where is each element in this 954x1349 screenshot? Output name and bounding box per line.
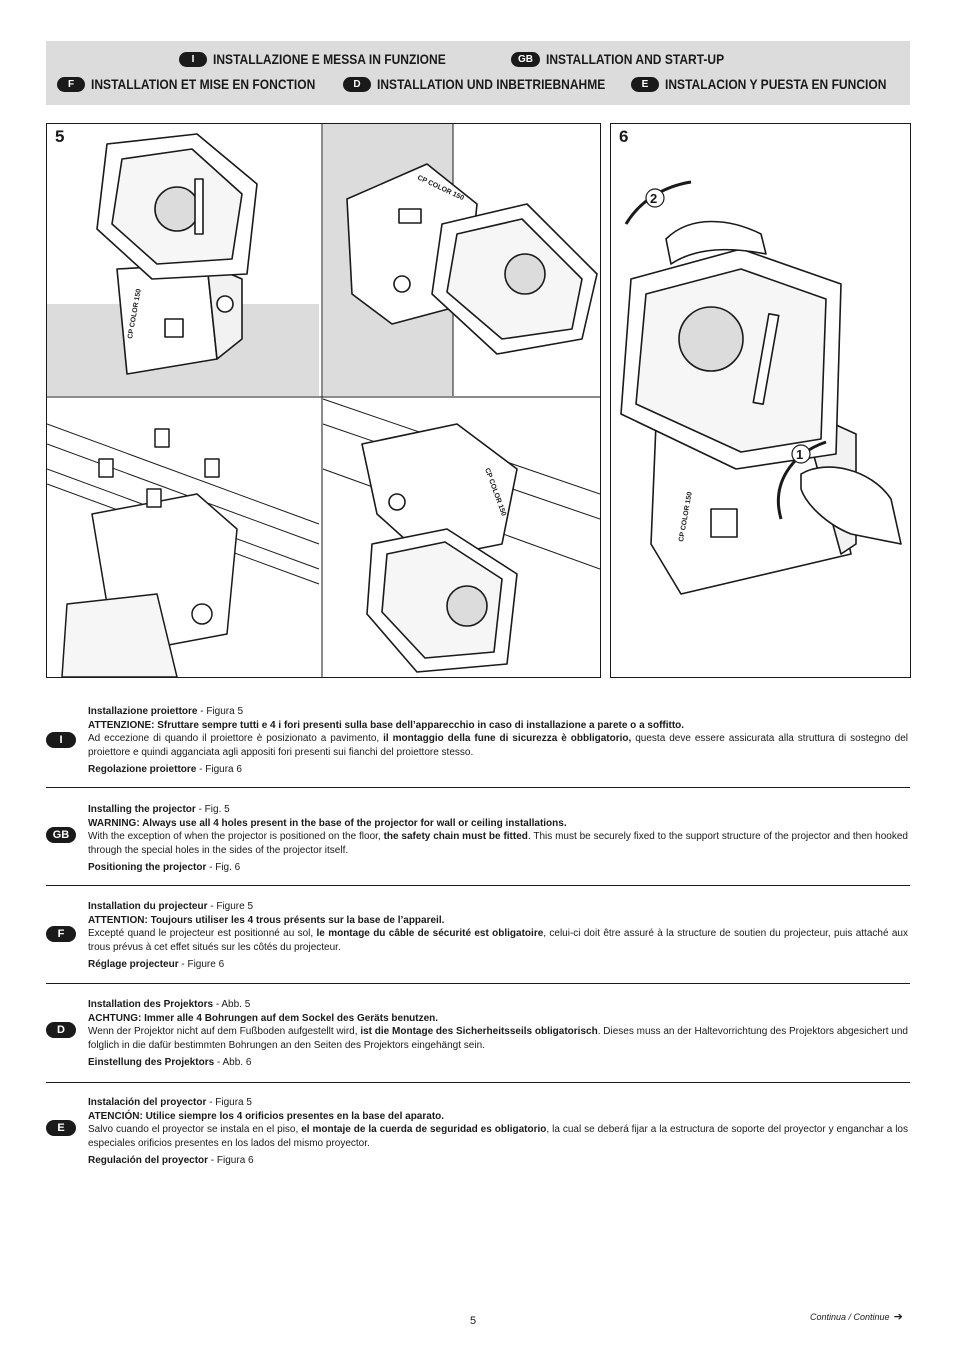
language-badge: D xyxy=(343,76,371,92)
warning-text: WARNING: Always use all 4 holes present … xyxy=(88,817,567,829)
figure-ref: - Figura 5 xyxy=(206,1097,252,1108)
section-heading: Installazione proiettore xyxy=(88,706,198,717)
section-text: Installation du projecteur - Figure 5 AT… xyxy=(88,900,908,972)
body-text: Ad eccezione di quando il proiettore è p… xyxy=(88,732,908,759)
body-bold: the safety chain must be fitted xyxy=(383,831,528,842)
body-post: questa deve essere assicurata alla strut… xyxy=(88,733,909,758)
body-text: Salvo cuando el proyector se instala en … xyxy=(88,1123,908,1150)
body-post: , celui-ci doit être assuré à la structu… xyxy=(88,928,908,953)
figure-ref: - Fig. 6 xyxy=(206,862,241,873)
header-title-f: F INSTALLATION ET MISE EN FONCTION xyxy=(57,76,352,92)
language-badge: GB xyxy=(46,827,76,843)
subheading: Réglage projecteur xyxy=(88,959,179,970)
body-pre: Excepté quand le projecteur est position… xyxy=(88,928,317,939)
language-badge: I xyxy=(179,51,207,67)
figure-ref: - Figura 6 xyxy=(208,1155,254,1166)
body-post: . This must be securely fixed to the sup… xyxy=(88,831,908,856)
body-post: , la cual se deberá fijar a la estructur… xyxy=(88,1124,908,1149)
figure-ref: - Figura 5 xyxy=(197,706,244,717)
subheading: Einstellung des Projektors xyxy=(88,1057,215,1068)
body-text: With the exception of when the projector… xyxy=(88,830,908,857)
figure-ref: - Fig. 5 xyxy=(195,804,230,815)
language-badge: E xyxy=(46,1120,76,1136)
figure-ref: - Figura 6 xyxy=(196,764,242,775)
section-divider xyxy=(46,1082,910,1083)
header-title-gb: GB INSTALLATION AND START-UP xyxy=(511,51,753,67)
body-post: . Dieses muss an der Haltevorrichtung de… xyxy=(88,1026,908,1051)
section-heading: Installation des Projektors xyxy=(88,999,214,1010)
body-bold: el montaje de la cuerda de seguridad es … xyxy=(301,1124,547,1135)
body-pre: Wenn der Projektor nicht auf dem Fußbode… xyxy=(88,1026,361,1037)
section-it: I Installazione proiettore - Figura 5 AT… xyxy=(46,705,910,780)
figure-ref: - Figure 5 xyxy=(207,901,254,912)
header-title: INSTALLAZIONE E MESSA IN FUNZIONE xyxy=(213,51,446,67)
figure-ref: - Abb. 6 xyxy=(214,1057,252,1068)
figure-6: 2 1 CP COLOR 150 6 xyxy=(610,123,911,678)
body-bold: le montage du câble de sécurité est obli… xyxy=(316,928,544,939)
section-heading: Installation du projecteur xyxy=(88,901,208,912)
figure-ref: - Abb. 5 xyxy=(213,999,251,1010)
header-title-it: I INSTALLAZIONE E MESSA IN FUNZIONE xyxy=(179,51,484,67)
body-text: Wenn der Projektor nicht auf dem Fußbode… xyxy=(88,1025,908,1052)
section-divider xyxy=(46,787,910,788)
warning-text: ACHTUNG: Immer alle 4 Bohrungen auf dem … xyxy=(88,1012,439,1024)
header-title: INSTALLATION UND INBETRIEBNAHME xyxy=(377,76,606,92)
body-bold: ist die Montage des Sicherheitsseils obl… xyxy=(360,1026,598,1037)
section-gb: GB Installing the projector - Fig. 5 WAR… xyxy=(46,803,910,878)
section-text: Installazione proiettore - Figura 5 ATTE… xyxy=(88,705,908,777)
section-text: Installation des Projektors - Abb. 5 ACH… xyxy=(88,998,908,1070)
warning-text: ATENCIÓN: Utilice siempre los 4 orificio… xyxy=(88,1110,445,1122)
step-2-label: 2 xyxy=(650,191,657,206)
section-heading: Installing the projector xyxy=(88,804,196,815)
body-text: Excepté quand le projecteur est position… xyxy=(88,927,908,954)
figure-number: 5 xyxy=(55,127,65,146)
step-1-label: 1 xyxy=(796,447,803,462)
continue-text: Continua / Continue xyxy=(810,1312,890,1322)
header-title: INSTALLATION AND START-UP xyxy=(546,51,725,67)
body-pre: With the exception of when the projector… xyxy=(88,831,384,842)
body-pre: Ad eccezione di quando il proiettore è p… xyxy=(88,733,384,744)
section-text: Installing the projector - Fig. 5 WARNIN… xyxy=(88,803,908,875)
language-badge: F xyxy=(46,926,76,942)
language-badge: D xyxy=(46,1022,76,1038)
header-title: INSTALACION Y PUESTA EN FUNCION xyxy=(665,76,887,92)
language-badge: I xyxy=(46,732,76,748)
body-pre: Salvo cuando el proyector se instala en … xyxy=(88,1124,302,1135)
subheading: Regolazione proiettore xyxy=(88,764,197,775)
language-badge: F xyxy=(57,76,85,92)
warning-text: ATTENTION: Toujours utiliser les 4 trous… xyxy=(88,914,445,926)
language-badge: E xyxy=(631,76,659,92)
section-divider xyxy=(46,983,910,984)
header-title: INSTALLATION ET MISE EN FONCTION xyxy=(91,76,316,92)
continue-link[interactable]: Continua / Continue➔ xyxy=(810,1310,903,1323)
header-band: I INSTALLAZIONE E MESSA IN FUNZIONE GB I… xyxy=(46,41,910,105)
language-badge: GB xyxy=(511,51,540,67)
subheading: Regulación del proyector xyxy=(88,1155,209,1166)
figure-6-illustration: 2 1 CP COLOR 150 xyxy=(620,180,902,595)
header-title-d: D INSTALLATION UND INBETRIEBNAHME xyxy=(343,76,642,92)
section-d: D Installation des Projektors - Abb. 5 A… xyxy=(46,998,910,1073)
section-heading: Instalación del proyector xyxy=(88,1097,207,1108)
figure-5-illustration: CP COLOR 150 CP COLOR 150 xyxy=(47,124,600,677)
header-title-e: E INSTALACION Y PUESTA EN FUNCION xyxy=(631,76,922,92)
page-number: 5 xyxy=(470,1315,477,1327)
figure-number: 6 xyxy=(619,127,629,146)
arrow-right-icon: ➔ xyxy=(893,1311,903,1323)
subheading: Positioning the projector xyxy=(88,862,207,873)
section-f: F Installation du projecteur - Figure 5 … xyxy=(46,900,910,975)
section-divider xyxy=(46,885,910,886)
warning-text: ATTENZIONE: Sfruttare sempre tutti e 4 i… xyxy=(88,719,685,731)
figure-5: CP COLOR 150 CP COLOR 150 xyxy=(46,123,601,678)
section-e: E Instalación del proyector - Figura 5 A… xyxy=(46,1096,910,1171)
section-text: Instalación del proyector - Figura 5 ATE… xyxy=(88,1096,908,1168)
body-bold: il montaggio della fune di sicurezza è o… xyxy=(383,733,632,744)
figure-ref: - Figure 6 xyxy=(178,959,225,970)
